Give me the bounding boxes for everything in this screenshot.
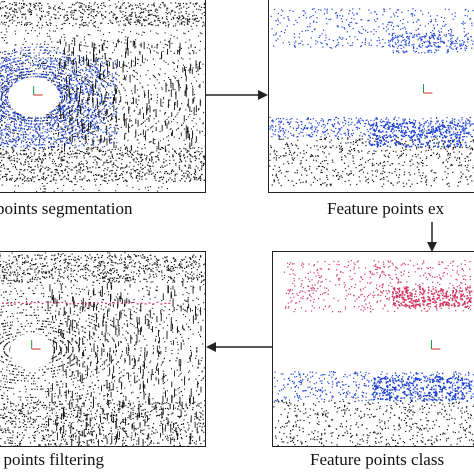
arrow-down-icon xyxy=(427,222,437,252)
classification-panel xyxy=(272,251,474,447)
segmentation-point-cloud xyxy=(0,0,205,192)
classification-caption: Feature points class xyxy=(310,450,445,469)
filtering-caption: re points filtering xyxy=(0,450,105,469)
classification-point-cloud xyxy=(273,260,474,446)
extraction-caption: Feature points ex xyxy=(327,199,445,218)
extraction-point-cloud xyxy=(269,7,474,188)
filtering-point-cloud xyxy=(0,252,205,446)
arrow-right-icon xyxy=(206,90,268,100)
segmentation-panel xyxy=(0,0,206,193)
filtering-panel xyxy=(0,251,206,447)
arrow-left-icon xyxy=(206,342,272,352)
extraction-panel xyxy=(268,0,474,193)
segmentation-caption: points segmentation xyxy=(0,199,133,218)
